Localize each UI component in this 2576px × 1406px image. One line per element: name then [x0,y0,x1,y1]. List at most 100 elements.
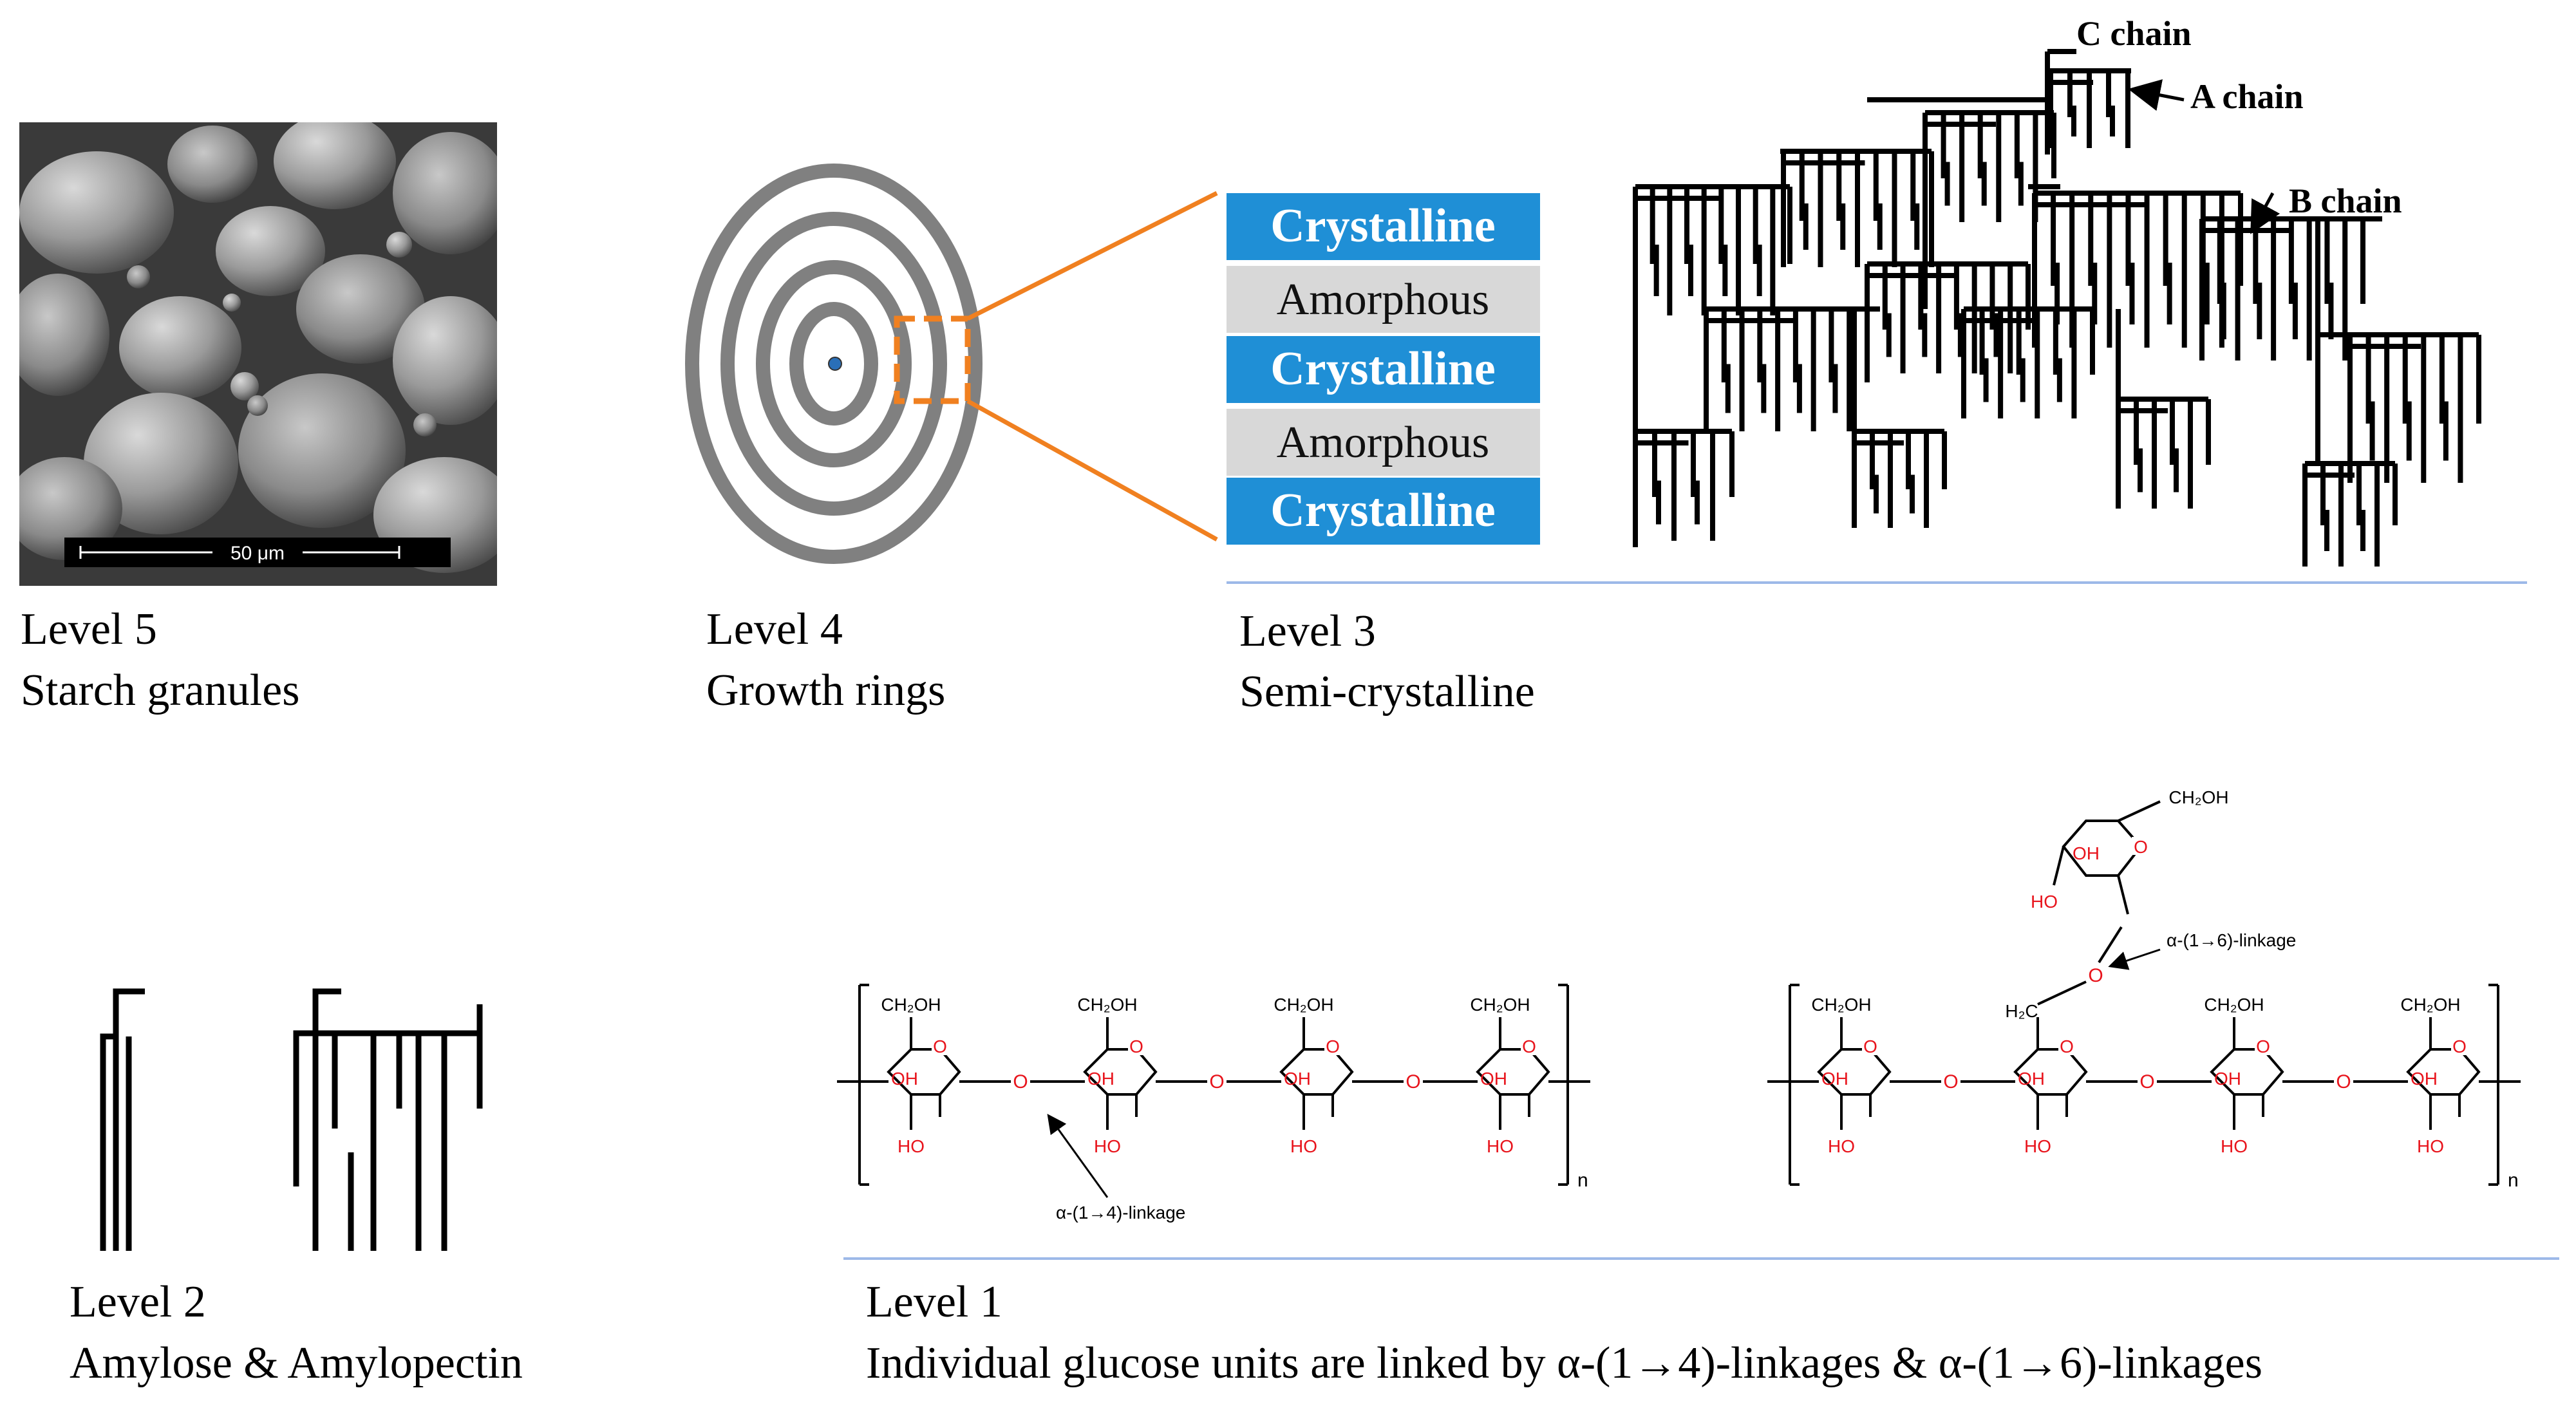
layer-amorphous-1 [1227,266,1540,333]
level3-title: Level 3 [1239,606,1376,656]
layer-label-1: Crystalline [1270,200,1495,252]
svg-text:H₂C: H₂C [2005,1001,2038,1021]
a-chain-label: A chain [2190,77,2304,116]
level4-panel: Level 4 Growth rings [685,164,1218,715]
svg-text:O: O [1326,1036,1340,1056]
svg-text:O: O [2134,837,2148,857]
growth-rings [685,164,982,564]
svg-text:O: O [933,1036,947,1056]
svg-text:O: O [2256,1036,2270,1056]
svg-text:n: n [1577,1170,1588,1191]
svg-text:O: O [1013,1071,1028,1092]
svg-text:O: O [2452,1036,2467,1056]
b-chain-arrow [2250,192,2280,234]
svg-text:HO: HO [2417,1136,2444,1156]
layer-crystalline-3 [1227,478,1540,545]
svg-text:HO: HO [898,1136,925,1156]
svg-text:OH: OH [2018,1069,2045,1089]
level2-title: Level 2 [70,1277,206,1327]
svg-text:OH: OH [1821,1069,1848,1089]
level1-panel: OCH₂OHOHHOOOCH₂OHOHHOOOCH₂OHOHHOOOCH₂OHO… [837,787,2559,1388]
tree-cluster-9 [1704,306,1870,431]
layer-amorphous-2 [1227,409,1540,476]
svg-text:O: O [2336,1071,2351,1092]
tree-cluster-13 [2116,397,2211,509]
b-chain-label: B chain [2289,182,2402,220]
cluster-model-tree [1633,49,2481,567]
layer-crystalline-1 [1227,193,1540,260]
level5-title: Level 5 [21,605,157,654]
hilum-dot [828,357,842,371]
tree-cluster-7 [2347,332,2481,483]
svg-text:O: O [1209,1071,1224,1092]
level1-caption: Individual glucose units are linked by α… [866,1338,2262,1388]
tree-cluster-top [2048,68,2130,148]
svg-text:CH₂OH: CH₂OH [2400,995,2460,1015]
svg-text:OH: OH [891,1069,918,1089]
svg-text:HO: HO [2024,1136,2051,1156]
svg-text:O: O [2139,1071,2154,1092]
tree-cluster-10 [1961,306,2095,418]
zoom-line-top [966,191,1218,321]
svg-text:OH: OH [2073,843,2100,863]
svg-text:CH₂OH: CH₂OH [1077,995,1137,1015]
svg-text:OH: OH [1480,1069,1507,1089]
svg-text:HO: HO [1290,1136,1317,1156]
layer-label-2: Amorphous [1277,275,1490,324]
svg-text:CH₂OH: CH₂OH [881,995,941,1015]
tree-cluster-3 [1781,149,1934,267]
svg-text:HO: HO [1828,1136,1855,1156]
svg-text:OH: OH [1087,1069,1114,1089]
svg-text:OH: OH [2214,1069,2241,1089]
amylopectin-branch-structure: O CH₂OH OH HO O O OH HO O O CH₂OH OH HO O O CH₂OH OH HO n H… [1767,787,2521,1191]
layer-label-5: Crystalline [1270,484,1495,537]
level5-caption: Starch granules [21,666,299,715]
svg-text:O: O [2060,1036,2074,1056]
tree-cluster-4 [1633,184,1792,315]
tree-cluster-5 [2032,191,2243,348]
svg-text:CH₂OH: CH₂OH [1811,995,1871,1015]
tree-cluster-14 [2302,461,2398,567]
a-chain-arrow [2128,79,2185,111]
svg-text:O: O [1406,1071,1420,1092]
c-chain-label: C chain [2076,14,2192,53]
svg-text:HO: HO [2221,1136,2248,1156]
tree-cluster-6 [2199,216,2365,361]
svg-text:n: n [2508,1170,2519,1191]
level2-panel: Level 2 Amylose & Amylopectin [70,988,523,1388]
svg-text:O: O [2088,965,2103,986]
svg-text:HO: HO [2031,892,2058,912]
amylopectin-icon [293,988,483,1251]
level4-caption: Growth rings [706,666,945,715]
level3-panel: Crystalline Amorphous Crystalline Amorph… [1227,14,2527,717]
layer-crystalline-2 [1227,336,1540,403]
tree-cluster-11 [1633,429,1735,541]
svg-text:OH: OH [2411,1069,2438,1089]
layer-label-4: Amorphous [1277,418,1490,467]
amylose-chain-structure: O CH₂OH OH HO O O CH₂OH OH HO O O CH₂OH OH HO O O CH₂OH O… [837,984,1590,1223]
zoom-line-bottom [966,398,1218,542]
svg-text:CH₂OH: CH₂OH [2168,787,2228,807]
scale-bar-label: 50 μm [230,543,285,564]
svg-text:α-(1→6)-linkage: α-(1→6)-linkage [2167,930,2296,950]
level4-title: Level 4 [706,605,843,654]
svg-text:O: O [1522,1036,1536,1056]
svg-text:OH: OH [1284,1069,1311,1089]
svg-text:HO: HO [1094,1136,1121,1156]
tree-cluster-12 [1852,429,1947,528]
lamellae-stack: Crystalline Amorphous Crystalline Amorph… [1227,193,1540,545]
svg-text:O: O [1943,1071,1958,1092]
amylose-icon [100,988,145,1251]
svg-text:O: O [1129,1036,1143,1056]
svg-text:CH₂OH: CH₂OH [1274,995,1333,1015]
level1-title: Level 1 [866,1277,1002,1327]
layer-label-3: Crystalline [1270,342,1495,395]
svg-text:α-(1→4)-linkage: α-(1→4)-linkage [1056,1203,1185,1223]
svg-text:HO: HO [1487,1136,1514,1156]
svg-text:O: O [1863,1036,1877,1056]
starch-granules-micrograph: 50 μm [19,122,497,586]
level3-caption: Semi-crystalline [1239,667,1535,717]
svg-text:CH₂OH: CH₂OH [1470,995,1530,1015]
zoom-box [894,315,971,404]
level2-caption: Amylose & Amylopectin [70,1338,523,1388]
